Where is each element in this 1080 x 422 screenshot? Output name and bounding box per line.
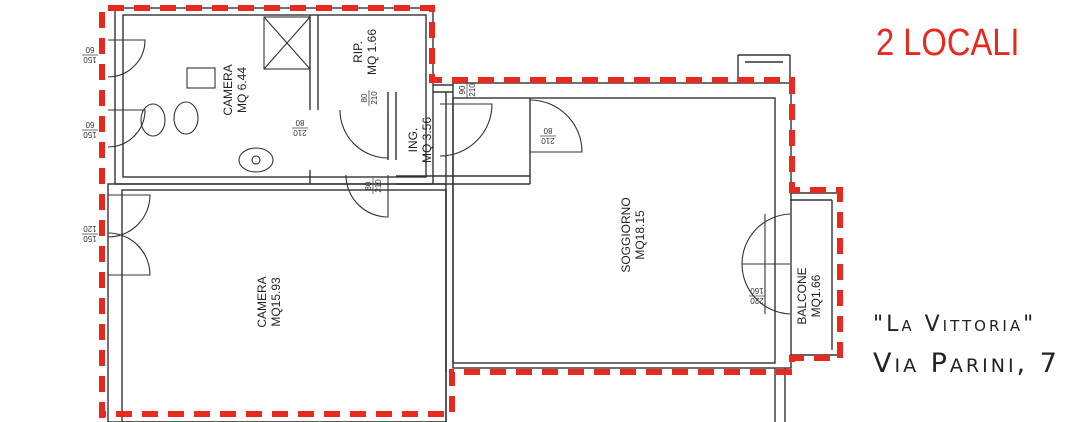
sink — [186, 67, 216, 89]
room-name: CAMERA — [221, 64, 235, 115]
svg-text:120: 120 — [83, 224, 97, 233]
room-soggiorno: SOGGIORNO MQ18.15 — [619, 197, 647, 272]
walls — [107, 7, 840, 422]
room-name: RIP. — [351, 41, 365, 63]
room-camera-large: CAMERA MQ15.93 — [255, 276, 283, 327]
door-label-d2: 150 60 — [82, 120, 98, 139]
room-balcone: BALCONE MQ1.66 — [795, 267, 823, 324]
svg-text:80: 80 — [364, 181, 373, 190]
room-area: MQ15.93 — [269, 277, 283, 327]
svg-text:80: 80 — [543, 126, 552, 135]
room-name: BALCONE — [795, 267, 809, 324]
svg-text:80: 80 — [295, 118, 304, 127]
door-label-d6: 90 210 — [458, 82, 477, 98]
property-address: Via Parini, 7 — [873, 348, 1060, 379]
room-name: SOGGIORNO — [619, 197, 633, 272]
svg-text:210: 210 — [374, 179, 383, 193]
svg-text:210: 210 — [468, 83, 477, 97]
door-label-d5: 210 80 — [292, 118, 308, 137]
svg-text:90: 90 — [458, 85, 467, 94]
svg-text:210: 210 — [541, 136, 555, 145]
property-name: "La Vittoria" — [873, 312, 1037, 337]
svg-text:60: 60 — [85, 120, 94, 129]
svg-text:160: 160 — [750, 286, 764, 295]
room-area: MQ 3.56 — [420, 117, 434, 163]
shower-tray — [263, 16, 311, 70]
door-label-d3: 150 120 — [82, 224, 98, 243]
room-camera-small: CAMERA MQ 6.44 — [221, 64, 249, 115]
svg-text:150: 150 — [83, 234, 97, 243]
washbasin — [238, 147, 274, 173]
svg-text:150: 150 — [83, 130, 97, 139]
door-label-d7: 210 80 — [540, 126, 556, 145]
bathroom-fixtures — [140, 16, 311, 173]
svg-text:60: 60 — [85, 45, 94, 54]
toilet — [173, 101, 199, 135]
bidet — [140, 103, 166, 137]
svg-text:80: 80 — [360, 93, 369, 102]
room-area: MQ 6.44 — [235, 67, 249, 113]
door-label-d9: 220 160 — [749, 286, 765, 305]
room-rip: RIP. MQ 1.66 — [351, 29, 379, 75]
room-name: ING. — [406, 128, 420, 153]
svg-text:220: 220 — [750, 296, 764, 305]
room-area: MQ 1.66 — [365, 29, 379, 75]
door-label-d1: 150 60 — [82, 45, 98, 64]
room-ing: ING. MQ 3.56 — [406, 117, 434, 163]
plan-title: 2 LOCALI — [876, 22, 1020, 64]
door-label-d4: 80 210 — [360, 90, 379, 106]
room-name: CAMERA — [255, 276, 269, 327]
doors — [107, 39, 791, 315]
perimeter-highlight — [99, 5, 843, 418]
room-area: MQ1.66 — [809, 274, 823, 317]
svg-text:150: 150 — [83, 55, 97, 64]
door-label-d8: 80 210 — [364, 178, 383, 194]
room-area: MQ18.15 — [633, 210, 647, 260]
svg-text:210: 210 — [370, 91, 379, 105]
svg-text:210: 210 — [293, 128, 307, 137]
